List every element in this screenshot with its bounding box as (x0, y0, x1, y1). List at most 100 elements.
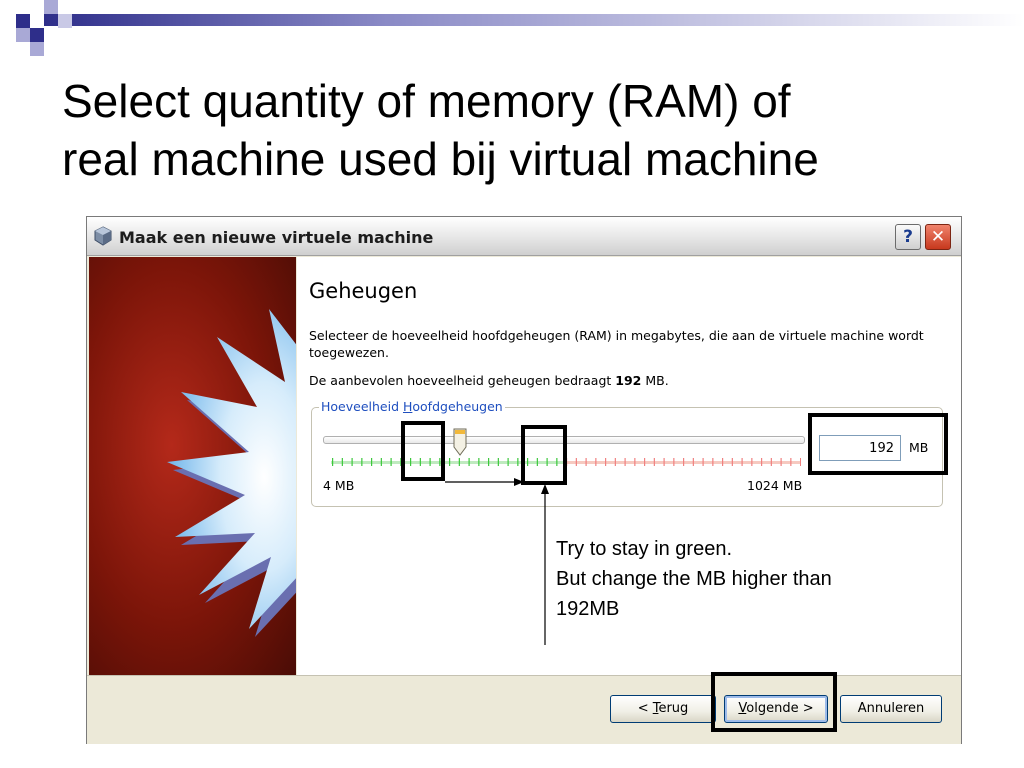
slider-tick (536, 458, 538, 466)
title-bar[interactable]: Maak een nieuwe virtuele machine ? ✕ (87, 217, 961, 256)
slider-tick (371, 458, 373, 466)
next-rest: olgende > (746, 701, 814, 716)
slide-title-line: Select quantity of memory (RAM) of (62, 75, 791, 127)
slider-tick (556, 458, 558, 466)
slider-tick (341, 458, 343, 466)
slider-tick (478, 458, 480, 466)
slider-tick (751, 458, 753, 466)
slider-tick (410, 458, 412, 466)
slider-tick (780, 458, 782, 466)
back-accel: T (652, 701, 659, 716)
slider-tick (712, 458, 714, 466)
slider-tick (673, 458, 675, 466)
starburst-graphic (167, 309, 296, 637)
slider-tick (605, 458, 607, 466)
cancel-button[interactable]: Annuleren (840, 695, 942, 723)
slide-accent-square (44, 0, 58, 14)
slider-tick (419, 458, 421, 466)
slide-accent-bar (44, 14, 1024, 26)
slide-accent-square (58, 14, 72, 28)
new-vm-dialog: Maak een nieuwe virtuele machine ? ✕ Geh… (86, 216, 962, 744)
recommend-value: 192 (615, 373, 642, 388)
highlight-target-slider (521, 425, 567, 485)
slider-tick (663, 458, 665, 466)
wizard-page: Geheugen Selecteer de hoeveelheid hoofdg… (297, 257, 961, 675)
slider-tick (361, 458, 363, 466)
group-label-accel: H (402, 399, 413, 414)
memory-groupbox (311, 407, 943, 507)
group-label-rest: oofdgeheugen (412, 399, 503, 414)
slider-tick (702, 458, 704, 466)
slider-tick (585, 458, 587, 466)
highlight-current-slider (401, 421, 445, 481)
slider-tick (683, 458, 685, 466)
note-line: But change the MB higher than (556, 568, 832, 590)
slider-tick (800, 458, 801, 466)
recommend-prefix: De aanbevolen hoeveelheid geheugen bedra… (309, 373, 616, 388)
slider-tick (644, 458, 646, 466)
slide-accent-square (30, 28, 44, 42)
back-rest: erug (658, 701, 689, 716)
recommended-memory-text: De aanbevolen hoeveelheid geheugen bedra… (309, 373, 669, 388)
slider-tick (449, 458, 451, 466)
slider-tick (507, 458, 509, 466)
next-accel: V (738, 701, 747, 716)
slider-tick (332, 458, 334, 466)
window-title: Maak een nieuwe virtuele machine (119, 228, 434, 247)
slider-tick (497, 458, 499, 466)
slider-tick (770, 458, 772, 466)
groupbox-label: Hoeveelheid Hoofdgeheugen (319, 399, 505, 414)
highlight-next-button (711, 672, 837, 732)
next-button[interactable]: Volgende > (724, 695, 828, 723)
slide-accent-square (30, 42, 44, 56)
slider-tick (624, 458, 626, 466)
slider-tick (722, 458, 724, 466)
slider-tick (731, 458, 733, 466)
slide-title: Select quantity of memory (RAM) of real … (62, 72, 962, 188)
slider-tick (351, 458, 353, 466)
highlight-mb-input (808, 413, 948, 475)
slider-tick (439, 458, 441, 466)
slider-thumb-icon[interactable] (453, 428, 467, 456)
slide-title-line: real machine used bij virtual machine (62, 133, 819, 185)
back-button[interactable]: < Terug (610, 695, 716, 723)
slider-tick (575, 458, 577, 466)
slider-tick (429, 458, 431, 466)
recommend-suffix: MB. (641, 373, 669, 388)
group-label-prefix: Hoeveelheid (321, 399, 403, 414)
back-prefix: < (637, 701, 653, 716)
virtualbox-cube-icon (94, 226, 112, 246)
slider-tick (653, 458, 655, 466)
slider-tick (761, 458, 763, 466)
slider-safe-range (331, 461, 566, 464)
wizard-side-image (89, 257, 296, 675)
close-icon[interactable]: ✕ (925, 224, 951, 250)
slider-tick (517, 458, 519, 466)
note-line: Try to stay in green. (556, 538, 732, 560)
slider-ticks (331, 458, 801, 466)
slider-tick (458, 458, 460, 466)
slider-tick (634, 458, 636, 466)
slider-tick (527, 458, 529, 466)
help-icon[interactable]: ? (895, 224, 921, 250)
page-title: Geheugen (309, 279, 418, 303)
memory-unit-label: MB (909, 440, 929, 455)
slider-tick (614, 458, 616, 466)
slider-tick (468, 458, 470, 466)
slider-max-label: 1024 MB (747, 478, 803, 493)
slider-tick (546, 458, 548, 466)
slider-tick (390, 458, 392, 466)
slider-tick (790, 458, 792, 466)
slider-min-label: 4 MB (323, 478, 355, 493)
memory-mb-input[interactable] (819, 435, 901, 461)
slider-tick (595, 458, 597, 466)
slider-tick (741, 458, 743, 466)
slider-tick (380, 458, 382, 466)
slider-tick (488, 458, 490, 466)
note-line: 192MB (556, 598, 620, 620)
annotation-note: Try to stay in green. But change the MB … (556, 534, 936, 624)
slide-accent-square (16, 28, 30, 42)
slider-tick (692, 458, 694, 466)
slide-accent-square (16, 14, 30, 28)
slider-tick (400, 458, 402, 466)
